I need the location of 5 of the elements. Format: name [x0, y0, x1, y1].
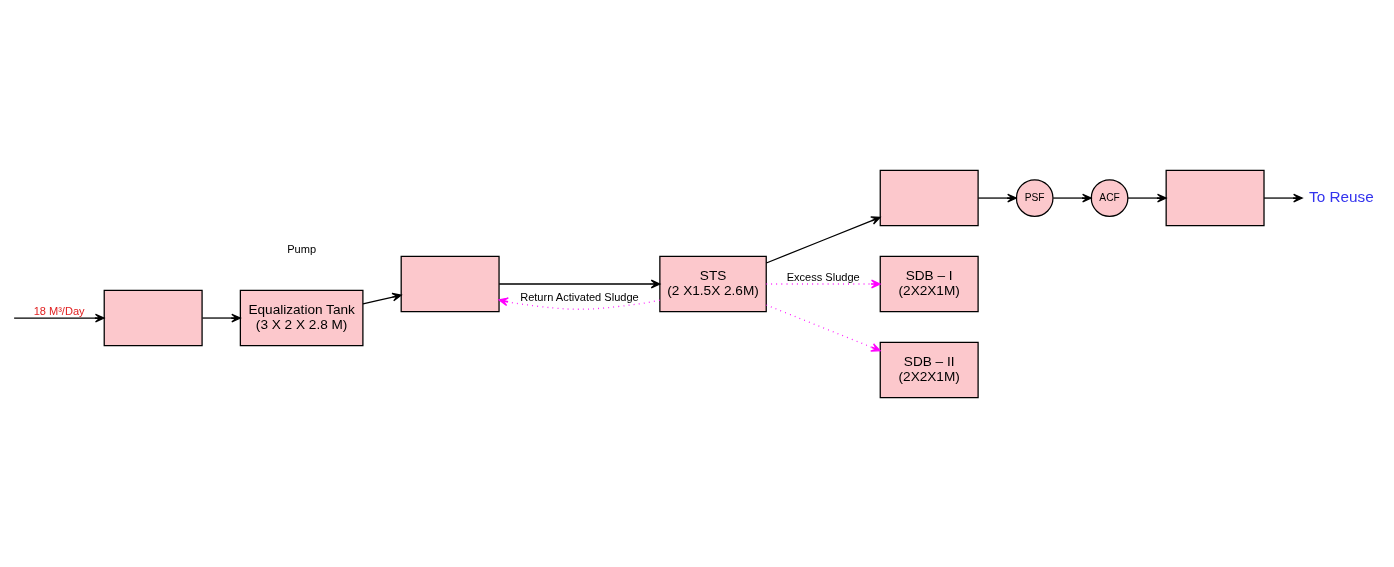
- node-text: To Reuse: [1309, 187, 1374, 205]
- label: Pump: [287, 242, 317, 255]
- edge-label: 18 M³/Day: [33, 304, 85, 317]
- edge-label: Excess Sludge: [786, 270, 860, 283]
- edge-label: Return Activated Sludge: [520, 290, 639, 303]
